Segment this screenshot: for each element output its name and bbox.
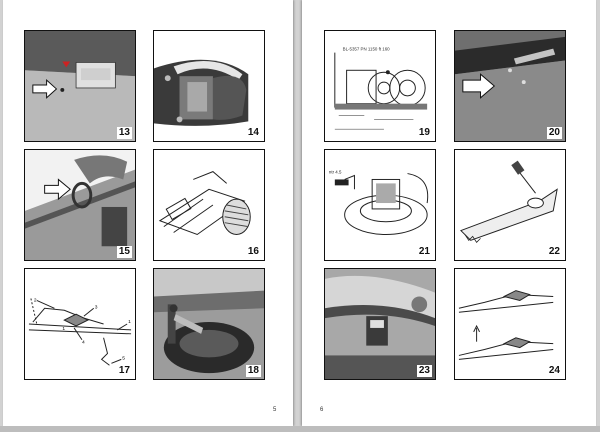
- figure-18-photo: [154, 269, 264, 379]
- figure-21: ntr 4.5 21: [324, 149, 436, 261]
- figure-15-number: 15: [116, 246, 132, 258]
- figure-17-number: 17: [116, 365, 132, 377]
- figure-13: 13: [24, 30, 136, 142]
- figure-21-annotation: ntr 4.5: [329, 170, 342, 175]
- figure-18: 18: [153, 268, 265, 380]
- figure-16-drawing: [154, 150, 264, 260]
- figure-19-annotation: BL-5357 PN 1150 ft 160: [343, 47, 391, 52]
- callout-1a: 1: [128, 319, 131, 325]
- figure-22-number: 22: [546, 246, 562, 258]
- figure-23-photo: [325, 269, 435, 379]
- figure-22-drawing: [455, 150, 565, 260]
- figure-16: 16: [153, 149, 265, 261]
- figure-19-drawing: BL-5357 PN 1150 ft 160: [325, 31, 435, 141]
- callout-3: 3: [95, 304, 98, 310]
- figure-14-number: 14: [245, 127, 261, 139]
- figure-14: 14: [153, 30, 265, 142]
- figure-13-number: 13: [116, 127, 132, 139]
- figure-20-number: 20: [546, 127, 562, 139]
- figure-14-photo: [154, 31, 264, 141]
- callout-5: 5: [122, 355, 125, 361]
- callout-1b: 1: [62, 326, 65, 332]
- figure-15: 15: [24, 149, 136, 261]
- figure-23-number: 23: [416, 365, 432, 377]
- figure-23: 23: [324, 268, 436, 380]
- figure-18-number: 18: [245, 365, 261, 377]
- figure-21-drawing: ntr 4.5: [325, 150, 435, 260]
- figure-19: BL-5357 PN 1150 ft 160 19: [324, 30, 436, 142]
- figure-24-number: 24: [546, 365, 562, 377]
- figure-17-drawing: 2 3 4 5 1 1: [25, 269, 135, 379]
- figure-20: 20: [454, 30, 566, 142]
- figure-19-number: 19: [416, 127, 432, 139]
- bottom-strip: [0, 426, 600, 432]
- figure-13-photo: [25, 31, 135, 141]
- figure-16-number: 16: [245, 246, 261, 258]
- figure-17: 2 3 4 5 1 1 17: [24, 268, 136, 380]
- left-page: 13 14 15: [3, 0, 293, 426]
- figure-24-drawing: [455, 269, 565, 379]
- figure-20-photo: [455, 31, 565, 141]
- page-number-left: 5: [273, 407, 277, 413]
- figure-21-number: 21: [416, 246, 432, 258]
- figure-22: 22: [454, 149, 566, 261]
- figure-24: 24: [454, 268, 566, 380]
- figure-15-photo: [25, 150, 135, 260]
- right-page: BL-5357 PN 1150 ft 160 19: [302, 0, 596, 426]
- callout-2: 2: [34, 297, 37, 303]
- page-number-right: 6: [320, 407, 324, 413]
- callout-4: 4: [82, 340, 85, 346]
